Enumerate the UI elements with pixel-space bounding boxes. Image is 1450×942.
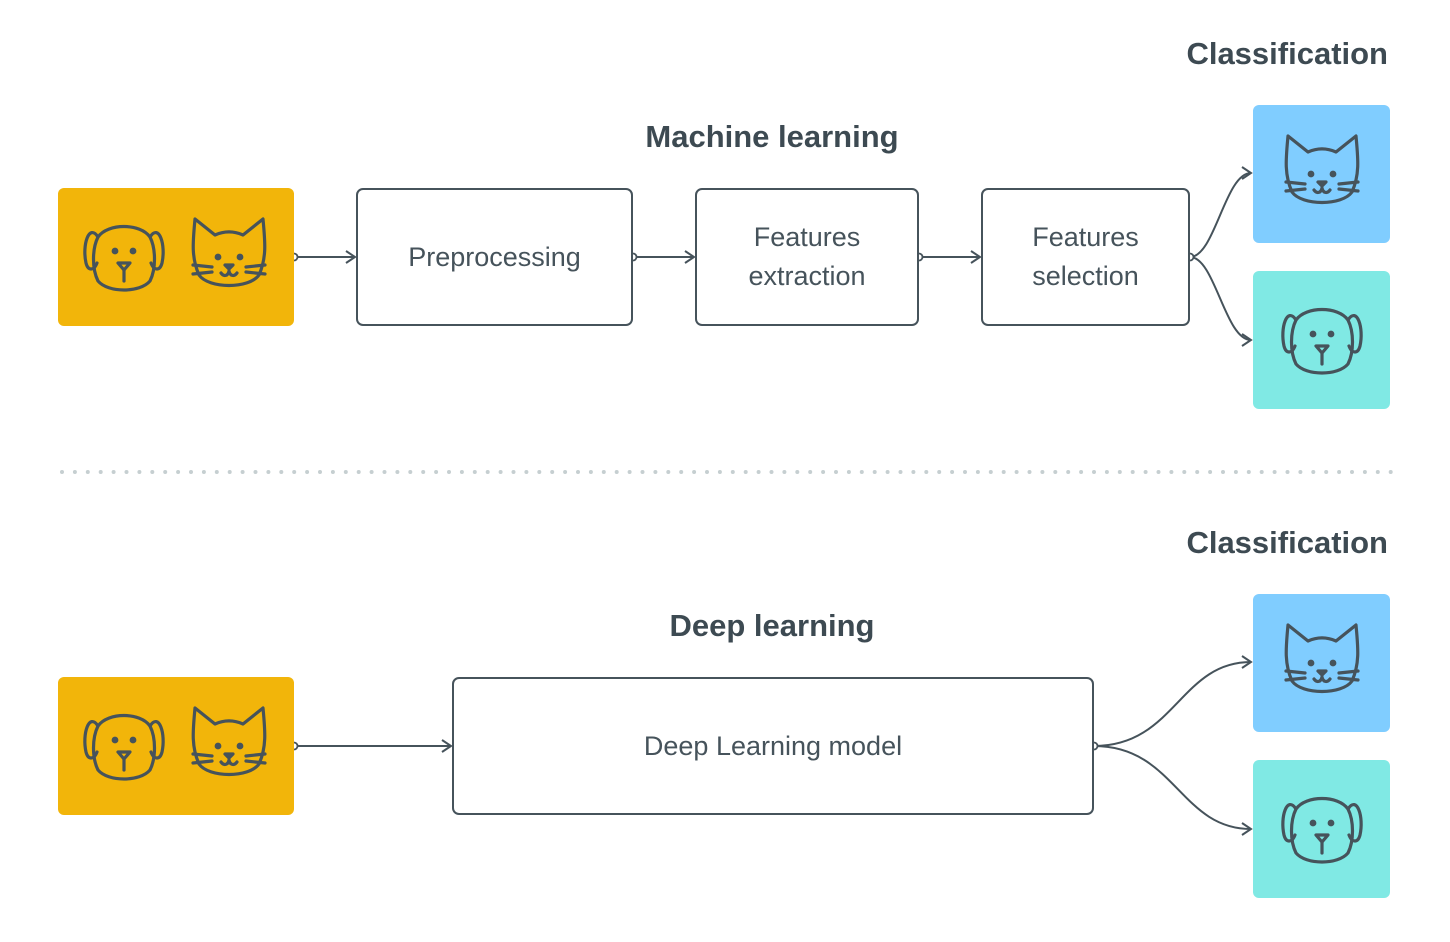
cat-icon (1283, 623, 1360, 693)
ml-input-tile (58, 188, 294, 326)
cat-icon (191, 217, 267, 287)
dl-section-title: Deep learning (669, 608, 875, 643)
cat-icon (191, 706, 267, 776)
ml-step-features-selection-line1: Features (1032, 222, 1139, 252)
ml-section-title: Machine learning (645, 119, 899, 154)
cat-icon (1283, 134, 1360, 204)
dl-model-label: Deep Learning model (643, 730, 903, 761)
dog-icon (83, 225, 165, 292)
ml-output-dog-tile (1253, 271, 1390, 409)
dog-icon (1280, 797, 1363, 864)
dl-arrow-to-cat-output (1093, 655, 1253, 747)
ml-input-icons (83, 217, 267, 292)
dl-output-dog-tile (1253, 760, 1390, 898)
ml-step-features-extraction-line2: extraction (748, 261, 866, 291)
ml-step-features-selection-line2: selection (1032, 261, 1139, 291)
ml-arrow-to-cat-output (1189, 166, 1253, 258)
ml-step-preprocessing: Preprocessing (356, 188, 633, 326)
ml-step-preprocessing-label: Preprocessing (408, 241, 581, 272)
dl-input-icons (83, 706, 267, 781)
dl-input-tile (58, 677, 294, 815)
dl-arrow-to-dog-output (1093, 745, 1253, 836)
ml-step-features-extraction: Features extraction (695, 188, 919, 326)
dog-icon (1280, 308, 1363, 375)
ml-arrow-to-dog-output (1189, 256, 1253, 347)
ml-output-cat-tile (1253, 105, 1390, 243)
dl-output-cat-tile (1253, 594, 1390, 732)
dl-classification-heading: Classification (1186, 525, 1388, 560)
dog-icon (83, 714, 165, 781)
ml-step-features-extraction-line1: Features (753, 222, 861, 252)
ml-classification-heading: Classification (1186, 36, 1388, 71)
dl-model-box: Deep Learning model (452, 677, 1094, 815)
ml-step-features-selection: Features selection (981, 188, 1190, 326)
